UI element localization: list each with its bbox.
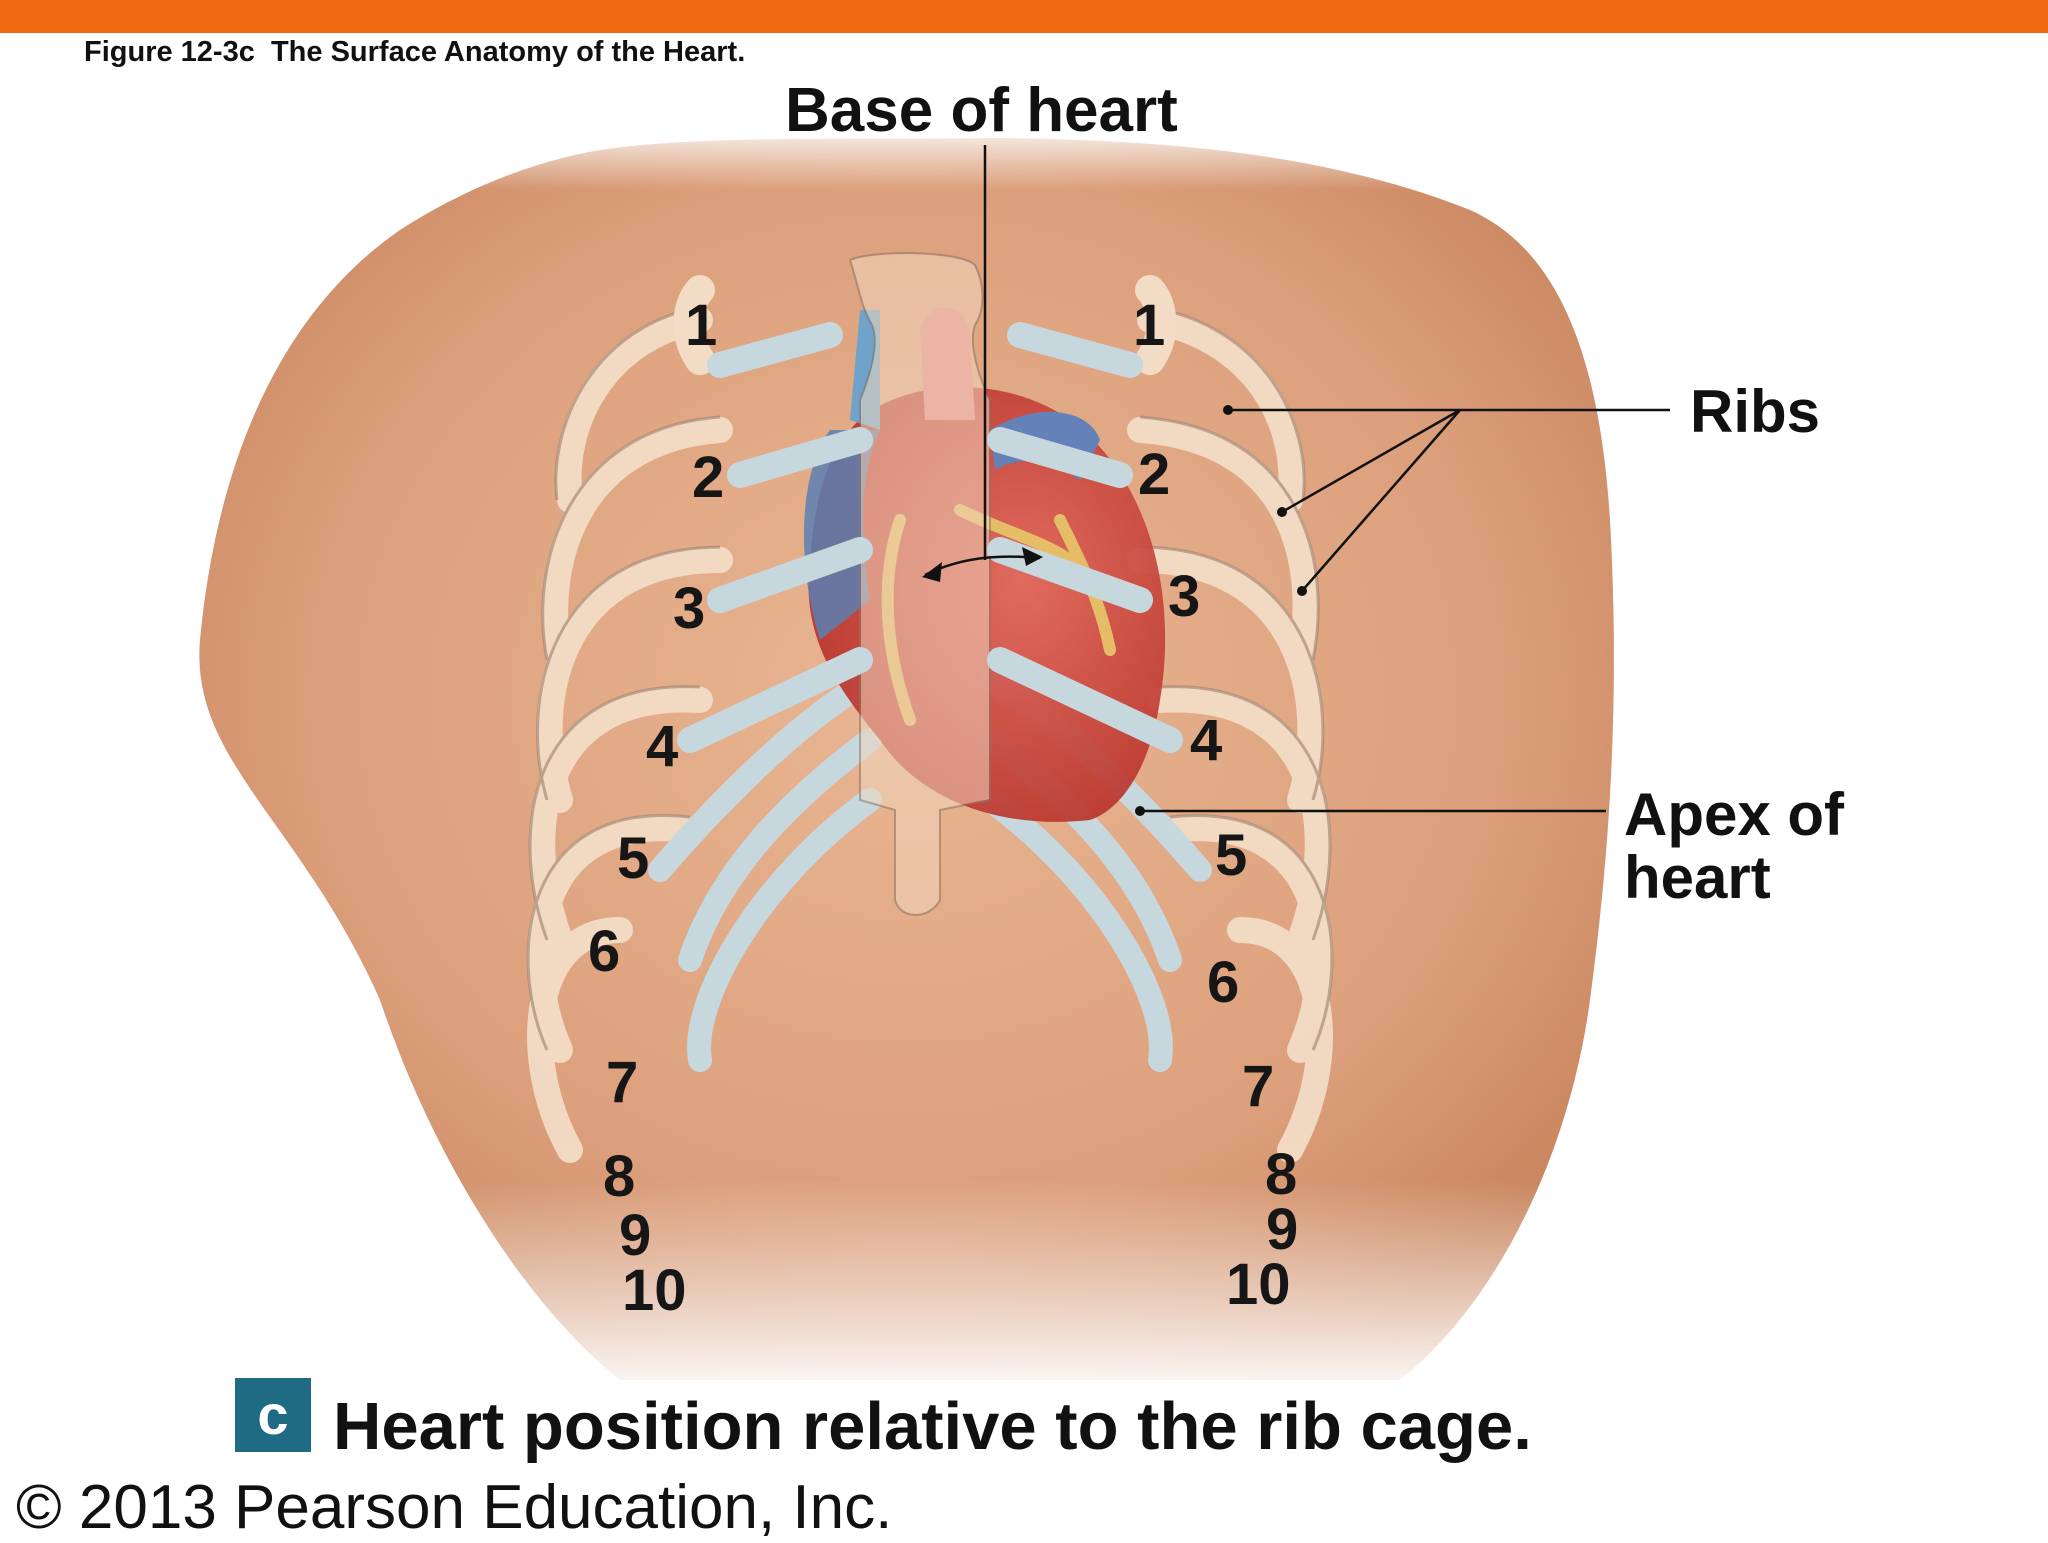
panel-letter-badge: c [235, 1378, 311, 1452]
rib-number-right-1: 1 [1133, 293, 1166, 358]
rib-number-right-9: 9 [1266, 1197, 1299, 1262]
rib-number-right-10: 10 [1226, 1252, 1291, 1317]
header-bar [0, 0, 2048, 33]
rib-number-left-8: 8 [603, 1144, 636, 1209]
rib-number-right-7: 7 [1242, 1054, 1275, 1119]
rib-number-left-5: 5 [617, 826, 650, 891]
figure-caption: Figure 12-3c The Surface Anatomy of the … [84, 36, 746, 68]
base-of-heart-label: Base of heart [785, 76, 1178, 145]
apex-label-line1: Apex of [1624, 781, 1845, 848]
rib-number-left-4: 4 [646, 714, 679, 779]
apex-of-heart-label: Apex of heart [1624, 783, 1844, 909]
rib-number-left-6: 6 [588, 919, 621, 984]
rib-number-left-7: 7 [606, 1050, 639, 1115]
rib-number-right-3: 3 [1168, 564, 1201, 629]
apex-label-line2: heart [1624, 844, 1771, 911]
ribs-label: Ribs [1690, 378, 1821, 445]
rib-number-left-3: 3 [673, 576, 706, 641]
rib-number-right-2: 2 [1138, 442, 1171, 507]
rib-number-right-4: 4 [1190, 708, 1223, 773]
rib-number-right-5: 5 [1215, 823, 1248, 888]
rib-number-left-9: 9 [619, 1203, 652, 1268]
rib-number-left-2: 2 [692, 445, 725, 510]
rib-number-left-10: 10 [622, 1258, 687, 1323]
rib-number-right-6: 6 [1207, 950, 1240, 1015]
copyright-notice: © 2013 Pearson Education, Inc. [16, 1473, 893, 1542]
panel-caption: Heart position relative to the rib cage. [333, 1389, 1532, 1464]
sternum [848, 252, 991, 916]
rib-number-right-8: 8 [1265, 1142, 1298, 1207]
rib-number-left-1: 1 [685, 293, 718, 358]
